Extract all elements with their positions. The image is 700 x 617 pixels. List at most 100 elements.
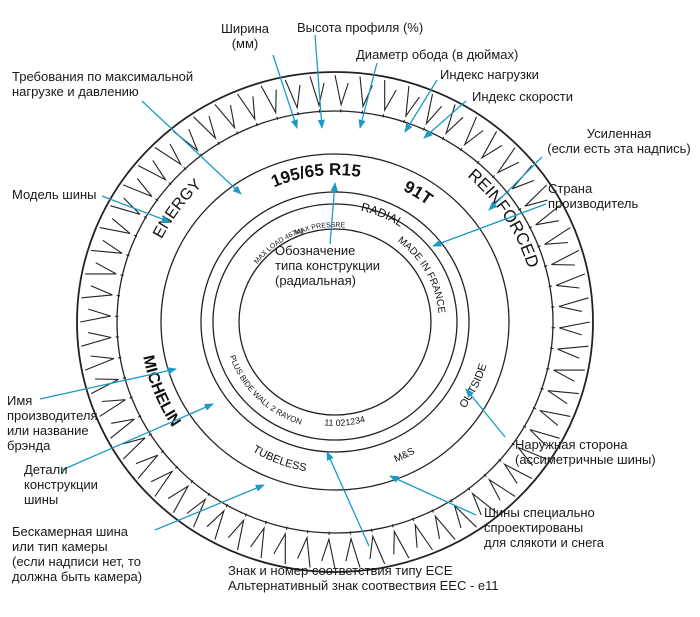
tread-sipe bbox=[543, 265, 548, 268]
tread-block bbox=[237, 93, 256, 122]
tread-block bbox=[150, 469, 174, 497]
tread-block bbox=[369, 534, 386, 565]
arrow-mud-snow bbox=[389, 475, 477, 516]
tread-block bbox=[558, 297, 589, 312]
label-model: Модель шины bbox=[12, 187, 97, 202]
tread-block bbox=[273, 531, 286, 564]
tread-sipe bbox=[129, 396, 133, 399]
tread-pattern bbox=[80, 75, 590, 569]
tread-sipe bbox=[122, 376, 127, 379]
tread-sipe bbox=[370, 528, 373, 533]
label-construction: Обозначение типа конструкции (радиальная… bbox=[275, 243, 381, 288]
tread-block bbox=[81, 285, 113, 299]
tread-sipe bbox=[217, 141, 220, 145]
tread-block bbox=[193, 115, 217, 141]
tread-block bbox=[496, 147, 520, 175]
tread-sipe bbox=[285, 526, 288, 530]
tread-block bbox=[414, 522, 433, 551]
tread-block bbox=[334, 75, 349, 107]
arrow-max-load bbox=[141, 100, 242, 195]
arrow-tubeless bbox=[154, 484, 265, 531]
arrow-rim-diameter bbox=[358, 62, 378, 129]
tire-ply-text: PLUS BIDE WALL 2 RAYON bbox=[228, 354, 303, 427]
tread-block bbox=[84, 355, 115, 371]
arrow-country bbox=[432, 203, 547, 247]
tread-sipe bbox=[255, 122, 259, 127]
sidewall-ring bbox=[160, 153, 510, 491]
tread-block bbox=[321, 537, 336, 569]
tire-outer-edge bbox=[76, 71, 594, 573]
tread-block bbox=[90, 378, 119, 395]
tire-size-text: 195/65 R15 bbox=[268, 160, 362, 191]
tread-sipe bbox=[537, 245, 541, 248]
tread-sipe bbox=[143, 216, 147, 219]
bead-ring bbox=[200, 191, 470, 453]
tread-sipe bbox=[540, 387, 544, 390]
tread-inner-edge bbox=[116, 110, 554, 534]
rim-ring bbox=[212, 203, 458, 441]
tread-sipe bbox=[518, 208, 522, 211]
tread-block bbox=[529, 429, 560, 447]
tread-sipe bbox=[168, 182, 172, 186]
tread-block bbox=[135, 454, 159, 479]
tread-sipe bbox=[382, 114, 385, 118]
tread-sipe bbox=[491, 175, 496, 179]
arrow-speed-index bbox=[423, 100, 467, 139]
tread-sipe bbox=[548, 285, 552, 288]
tread-sipe bbox=[118, 356, 122, 359]
tire-tubeless-text: TUBELESS bbox=[251, 443, 308, 474]
tread-sipe bbox=[264, 520, 268, 525]
tread-sipe bbox=[160, 450, 165, 454]
tread-block bbox=[544, 227, 571, 245]
tire-energy-text: ENERGY bbox=[150, 176, 205, 241]
tread-block bbox=[480, 131, 503, 160]
tread-block bbox=[214, 104, 236, 130]
tread-sipe bbox=[174, 465, 179, 469]
arrow-outside bbox=[465, 388, 506, 438]
tread-sipe bbox=[441, 136, 445, 140]
tread-block bbox=[91, 239, 123, 254]
tread-sipe bbox=[133, 234, 138, 238]
tread-block bbox=[345, 536, 361, 568]
tread-block bbox=[539, 409, 571, 426]
arrow-profile-height bbox=[314, 34, 326, 129]
tread-sipe bbox=[137, 415, 142, 418]
arrow-construction bbox=[329, 182, 338, 245]
tread-block bbox=[206, 508, 226, 540]
label-width: Ширина (мм) bbox=[220, 21, 270, 51]
tread-block bbox=[471, 491, 497, 516]
tread-block bbox=[517, 446, 548, 466]
tread-block bbox=[384, 80, 397, 113]
tread-sipe bbox=[120, 274, 124, 277]
tread-sipe bbox=[199, 153, 203, 157]
tread-block bbox=[99, 218, 131, 235]
tread-block bbox=[110, 418, 135, 439]
tread-sipe bbox=[476, 160, 480, 164]
tread-block bbox=[425, 93, 443, 126]
arrow-ece bbox=[326, 451, 370, 547]
tread-block bbox=[80, 308, 111, 323]
tread-block bbox=[393, 529, 410, 559]
callout-arrows bbox=[39, 34, 547, 547]
tread-sipe bbox=[155, 198, 159, 202]
tire-radial-text: RADIAL bbox=[360, 200, 407, 230]
tread-block bbox=[487, 478, 516, 501]
tread-sipe bbox=[528, 226, 533, 229]
label-max-load-pressure: Требования по максимальной нагрузке и да… bbox=[12, 69, 194, 99]
tire-made-in-text: MADE IN FRANCE bbox=[396, 235, 447, 314]
tread-sipe bbox=[511, 442, 515, 446]
label-outside: Наружная сторона (ассиметричные шины) bbox=[515, 437, 656, 467]
label-load-index: Индекс нагрузки bbox=[440, 67, 539, 82]
tread-block bbox=[99, 399, 126, 417]
hub-ring bbox=[238, 228, 432, 416]
tread-block bbox=[110, 197, 141, 215]
tread-sipe bbox=[225, 504, 229, 508]
arrow-load-index bbox=[404, 79, 438, 133]
label-country: Страна производитель bbox=[548, 181, 639, 211]
label-speed-index: Индекс скорости bbox=[472, 89, 574, 104]
label-profile-height: Высота профиля (%) bbox=[297, 20, 424, 35]
tread-block bbox=[186, 497, 207, 528]
tread-sipe bbox=[498, 458, 502, 462]
tread-sipe bbox=[483, 473, 487, 477]
tread-block bbox=[154, 143, 183, 166]
